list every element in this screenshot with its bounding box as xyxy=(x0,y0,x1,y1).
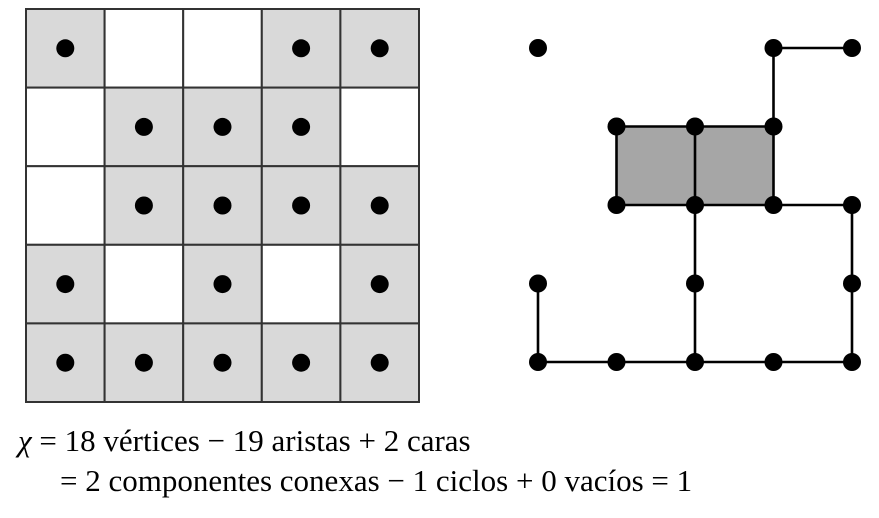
voids-word: vacíos xyxy=(564,463,644,498)
complex-vertex xyxy=(607,117,626,136)
grid-dot xyxy=(370,275,389,294)
complex-vertex xyxy=(843,353,861,371)
complex-vertex xyxy=(764,117,783,136)
plus-sign: + xyxy=(358,423,376,458)
pixel-grid xyxy=(25,8,420,403)
grid-dot xyxy=(292,353,311,372)
grid-cell-empty xyxy=(260,243,342,325)
complex-vertex xyxy=(686,353,704,371)
grid-cell-empty xyxy=(25,165,106,246)
grid-dot xyxy=(370,353,389,372)
grid-dot xyxy=(213,353,232,372)
euler-equation-line-2: = 2 componentes conexas − 1 ciclos + 0 v… xyxy=(60,465,692,496)
complex-vertex xyxy=(529,39,547,57)
plus-sign: + xyxy=(515,463,534,498)
grid-cell-empty xyxy=(103,8,185,89)
complex-vertex xyxy=(843,39,861,57)
figure-canvas xyxy=(25,8,861,403)
complex-vertex xyxy=(764,196,783,214)
equals-sign: = xyxy=(60,463,78,498)
cubical-complex xyxy=(529,39,861,371)
grid-dot xyxy=(292,117,311,136)
edge-count: 19 xyxy=(232,423,264,458)
grid-cell-empty xyxy=(103,243,185,325)
euler-equation-line-1: χ = 18 vértices − 19 aristas + 2 caras xyxy=(18,425,471,456)
grid-dot xyxy=(56,353,75,372)
grid-dot xyxy=(56,39,75,58)
grid-dot xyxy=(292,39,311,58)
edges-word: aristas xyxy=(271,423,351,458)
components-word: componentes conexas xyxy=(108,463,380,498)
minus-sign: − xyxy=(387,463,405,498)
complex-vertex xyxy=(764,353,783,371)
face-count: 2 xyxy=(383,423,400,458)
grid-cell-empty xyxy=(182,8,263,89)
complex-face xyxy=(616,126,695,205)
grid-dot xyxy=(213,275,232,294)
complex-vertex xyxy=(686,117,704,136)
complex-vertex xyxy=(607,196,626,214)
grid-dot xyxy=(134,353,153,372)
grid-dot xyxy=(370,39,389,58)
grid-dot xyxy=(292,196,311,215)
complex-vertex xyxy=(686,274,704,293)
complex-vertex xyxy=(529,353,547,371)
grid-dot xyxy=(370,196,389,215)
complex-vertex xyxy=(843,196,861,214)
grid-cell-filled xyxy=(182,165,263,246)
complex-vertex xyxy=(843,274,861,293)
grid-dot xyxy=(134,117,153,136)
grid-dot xyxy=(56,275,75,294)
vertex-count: 18 xyxy=(64,423,96,458)
chi-symbol: χ xyxy=(18,423,32,458)
complex-vertex xyxy=(529,274,547,293)
grid-cell-empty xyxy=(25,86,106,168)
faces-word: caras xyxy=(406,423,471,458)
grid-cell-filled xyxy=(25,322,106,403)
vertices-word: vértices xyxy=(103,423,200,458)
complex-vertex xyxy=(686,196,704,214)
complex-vertex xyxy=(764,39,783,57)
cycles-word: ciclos xyxy=(435,463,509,498)
euler-result: 1 xyxy=(676,463,693,498)
grid-dot xyxy=(213,117,232,136)
grid-cell-empty xyxy=(339,86,420,168)
grid-dot xyxy=(213,196,232,215)
minus-sign: − xyxy=(207,423,225,458)
cycle-count: 1 xyxy=(412,463,429,498)
void-count: 0 xyxy=(541,463,557,498)
complex-face xyxy=(695,126,774,205)
equals-sign-final: = xyxy=(651,463,669,498)
grid-dot xyxy=(134,196,153,215)
component-count: 2 xyxy=(85,463,101,498)
complex-vertex xyxy=(607,353,626,371)
equals-sign: = xyxy=(39,423,57,458)
